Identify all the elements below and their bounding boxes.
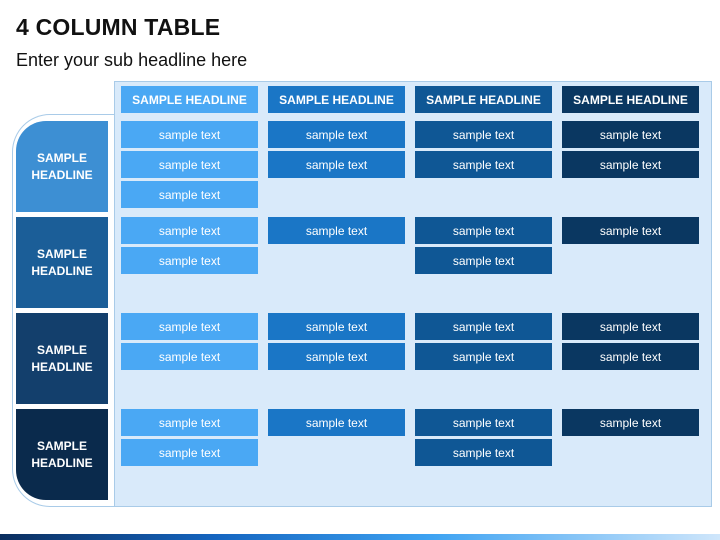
table-cell: sample text [415,409,552,436]
table-cell: sample text [415,217,552,244]
table-cell: sample text [562,121,699,148]
table-cell: sample text [562,313,699,340]
table-cell: sample text [415,313,552,340]
table-cell: sample text [121,151,258,178]
table-cell: sample text [415,247,552,274]
table-cell: sample text [415,343,552,370]
page-subtitle: Enter your sub headline here [16,50,248,70]
table-cell: sample text [268,313,405,340]
bottom-accent-bar [0,534,720,540]
row-header-label: SAMPLE HEADLINE [31,342,93,374]
table-cell: sample text [562,151,699,178]
column-header-4: SAMPLE HEADLINE [562,86,699,113]
table-cell: sample text [121,247,258,274]
row-header-label: SAMPLE HEADLINE [31,150,93,182]
table-cell: sample text [121,313,258,340]
table-cell: sample text [121,121,258,148]
table-cell: sample text [415,439,552,466]
column-header-2: SAMPLE HEADLINE [268,86,405,113]
row-header-label: SAMPLE HEADLINE [31,438,93,470]
table-cell: sample text [562,217,699,244]
table-cell: sample text [268,217,405,244]
table-cell: sample text [121,409,258,436]
table-cell: sample text [121,217,258,244]
table-cell: sample text [415,121,552,148]
page-title: 4 COLUMN TABLE [16,14,221,40]
table-cell: sample text [121,343,258,370]
table-cell: sample text [268,151,405,178]
column-header-3: SAMPLE HEADLINE [415,86,552,113]
table-cell: sample text [268,121,405,148]
column-header-1: SAMPLE HEADLINE [121,86,258,113]
table-cell: sample text [268,343,405,370]
row-header-2: SAMPLE HEADLINE [16,217,108,308]
table-cell: sample text [121,439,258,466]
row-header-1: SAMPLE HEADLINE [16,121,108,212]
table-cell: sample text [415,151,552,178]
table-cell: sample text [562,409,699,436]
row-header-label: SAMPLE HEADLINE [31,246,93,278]
table-cell: sample text [562,343,699,370]
row-header-4: SAMPLE HEADLINE [16,409,108,500]
table-cell: sample text [268,409,405,436]
row-header-3: SAMPLE HEADLINE [16,313,108,404]
table-cell: sample text [121,181,258,208]
